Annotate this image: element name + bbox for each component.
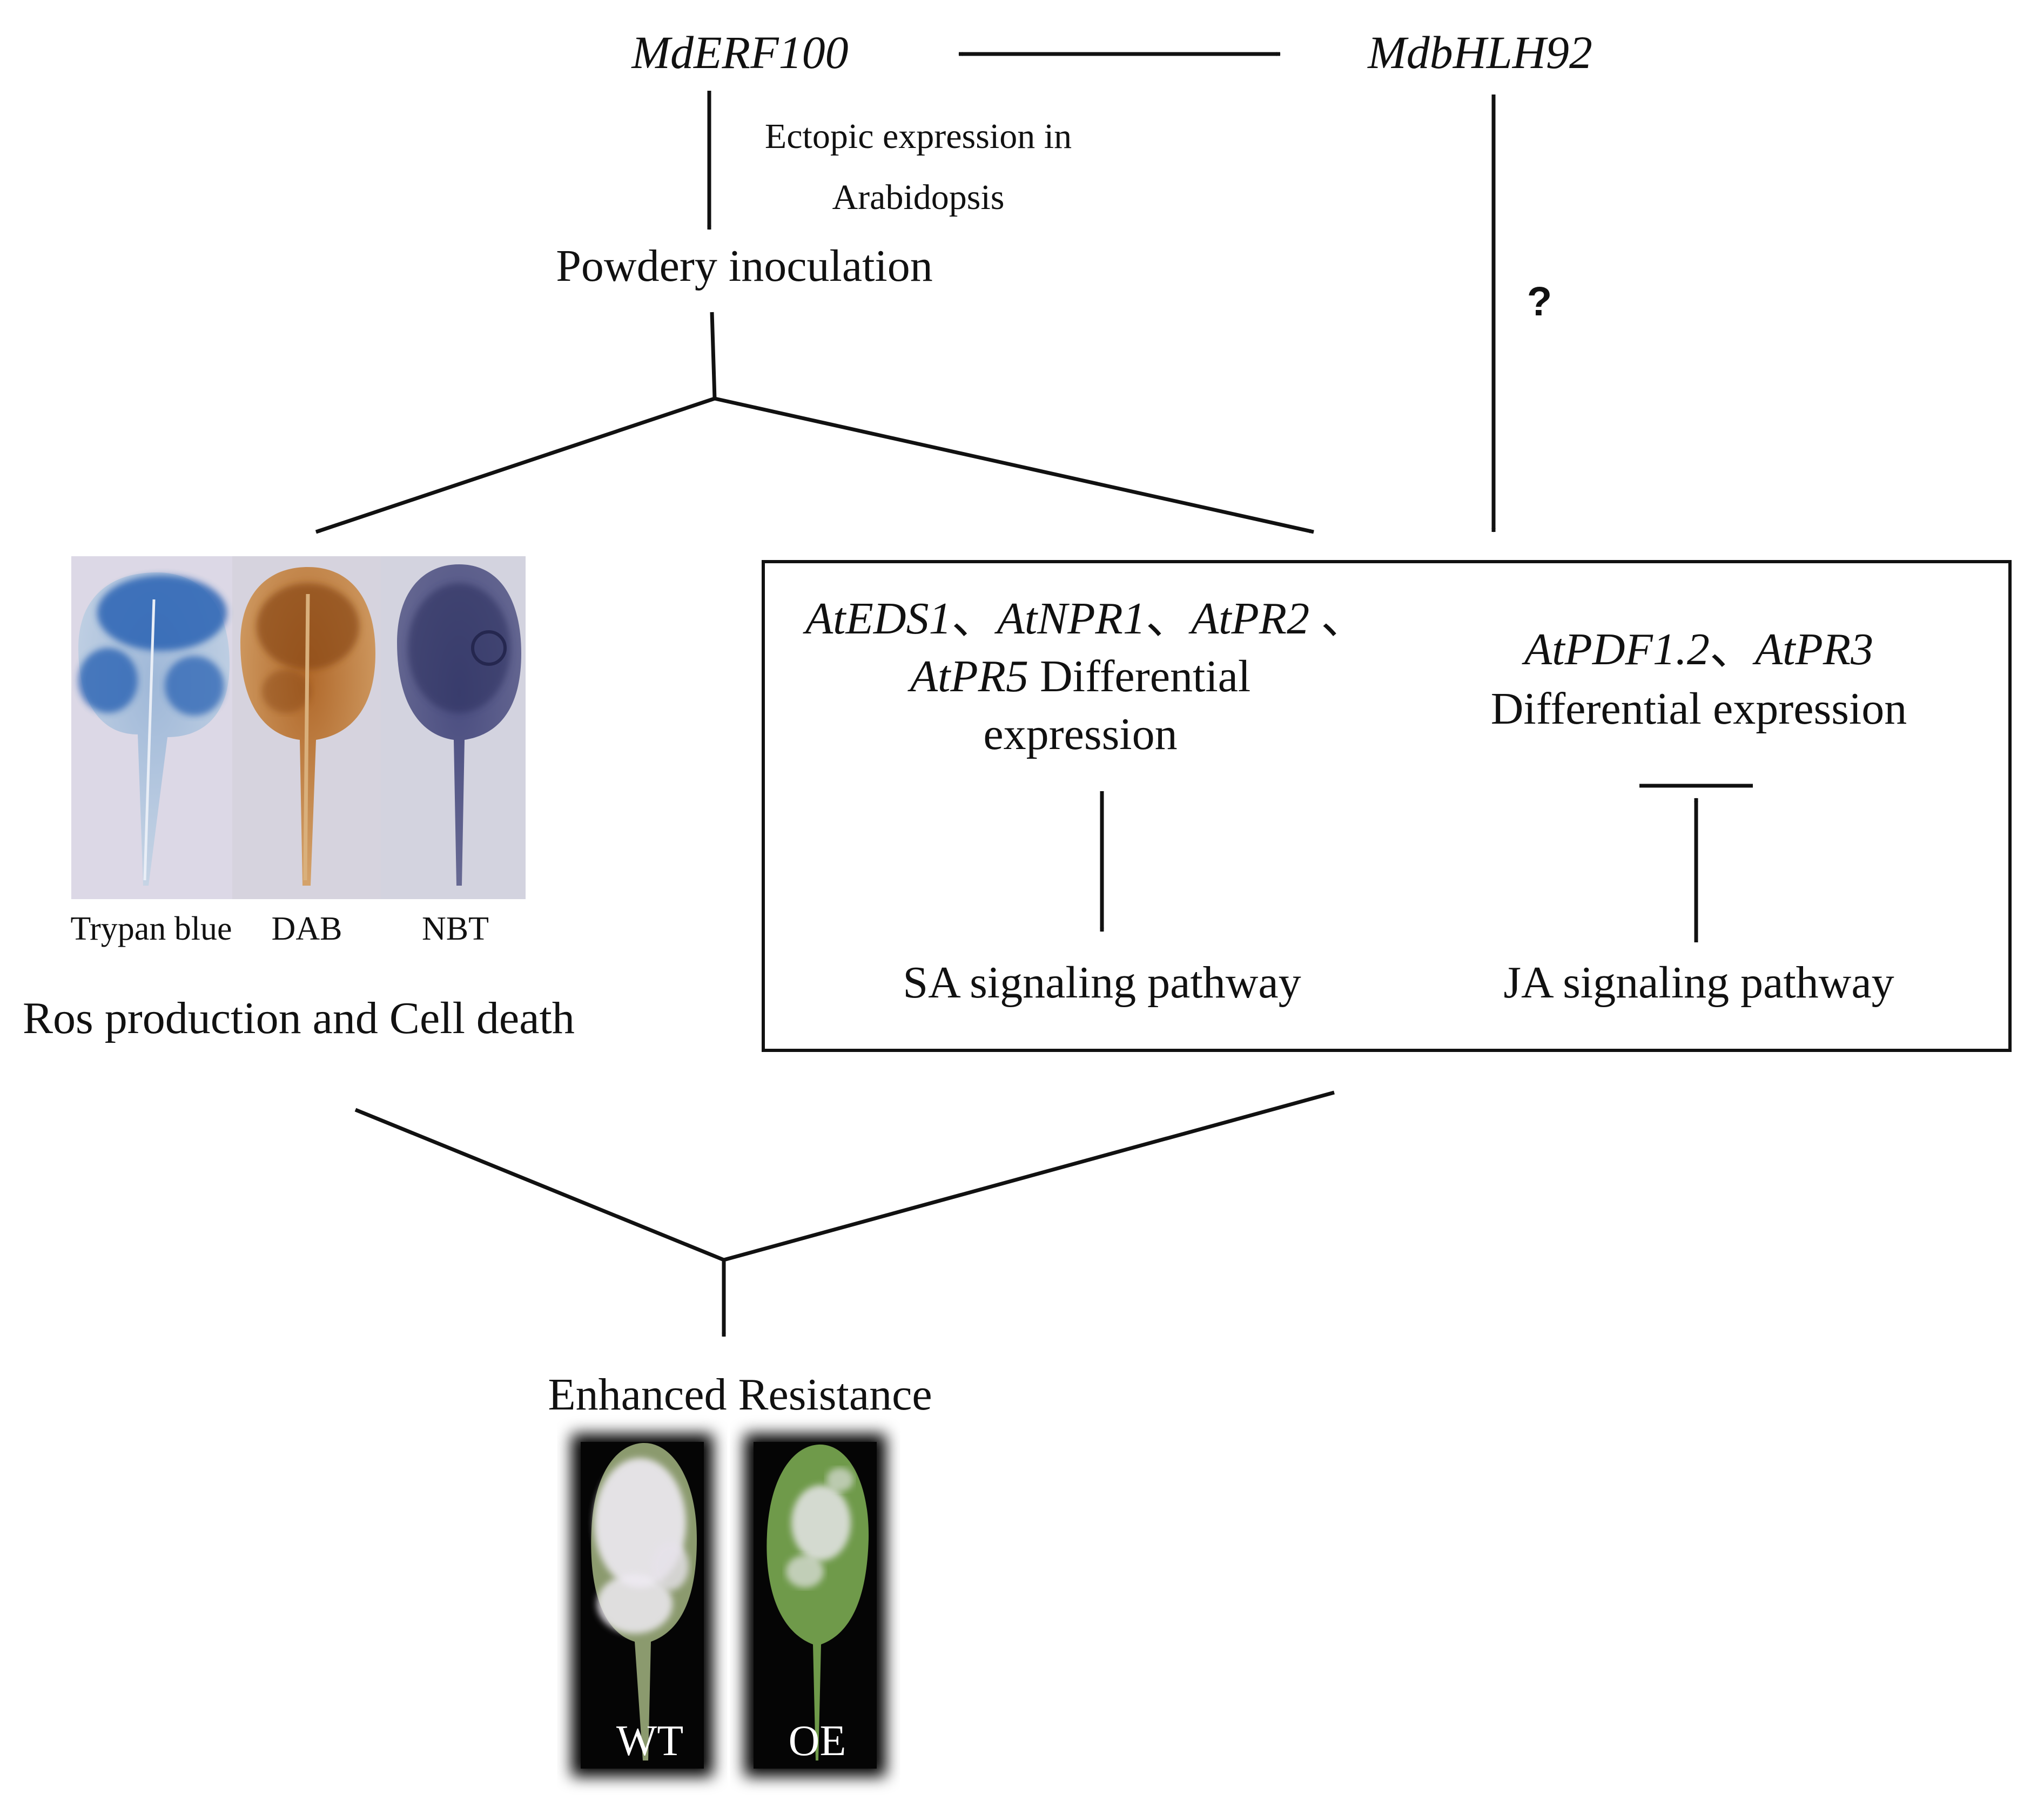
stain-label-trypan: Trypan blue [70, 910, 232, 947]
gene-ateds1: AtEDS1 [805, 593, 952, 644]
enhanced-resistance-label: Enhanced Resistance [548, 1370, 932, 1420]
oe-photo [744, 1434, 886, 1777]
ja-gene-list-line2: Differential expression [1490, 684, 1907, 734]
sa-gene-list-line2: AtPR5 Differential [910, 651, 1251, 703]
separator: 、 [951, 593, 997, 644]
gene-atnpr1: AtNPR1 [997, 593, 1146, 644]
ja-gene-list-line1: AtPDF1.2、AtPR3 [1524, 624, 1873, 676]
ja-pathway-label: JA signaling pathway [1503, 957, 1894, 1008]
oe-label: OE [788, 1717, 846, 1765]
pathway-box [762, 560, 2012, 1052]
split-stem [710, 312, 717, 399]
gene-atpr5: AtPR5 [910, 651, 1029, 701]
wt-photo [571, 1434, 713, 1777]
nbt-leaf-image [397, 564, 521, 886]
ectopic-note-line2: Arabidopsis [832, 178, 1005, 217]
sa-gene-list-line1: AtEDS1、AtNPR1、AtPR2 、 [805, 593, 1366, 645]
unknown-link-mark: ? [1527, 279, 1552, 325]
dab-leaf-image [240, 567, 375, 886]
merge-line-left [354, 1108, 725, 1262]
separator: 、 [1709, 624, 1755, 674]
gene-mdbhlh92: MdbHLH92 [1368, 26, 1592, 78]
stain-photo-panel [71, 556, 526, 899]
differential-word: Differential [1028, 651, 1251, 701]
gene-atpr3: AtPR3 [1754, 624, 1874, 674]
separator: 、 [1145, 593, 1191, 644]
wt-label: WT [616, 1717, 684, 1765]
sa-pathway-label: SA signaling pathway [903, 957, 1301, 1008]
trypan-leaf-image [78, 572, 230, 886]
stain-label-dab: DAB [271, 910, 342, 947]
ros-cell-death-label: Ros production and Cell death [23, 993, 575, 1043]
gene-mderf100: MdERF100 [631, 26, 849, 78]
gene-atpdf12: AtPDF1.2 [1524, 624, 1710, 674]
gene-atpr2: AtPR2 [1191, 593, 1310, 644]
sa-gene-list-line3: expression [983, 709, 1178, 759]
split-arrow-right [714, 396, 1314, 534]
merge-line-right [723, 1090, 1335, 1262]
split-arrow-left [315, 396, 716, 534]
powdery-inoculation-label: Powdery inoculation [556, 241, 933, 291]
ectopic-note-line1: Ectopic expression in [764, 117, 1072, 156]
separator: 、 [1309, 593, 1367, 644]
stain-label-nbt: NBT [422, 910, 489, 947]
